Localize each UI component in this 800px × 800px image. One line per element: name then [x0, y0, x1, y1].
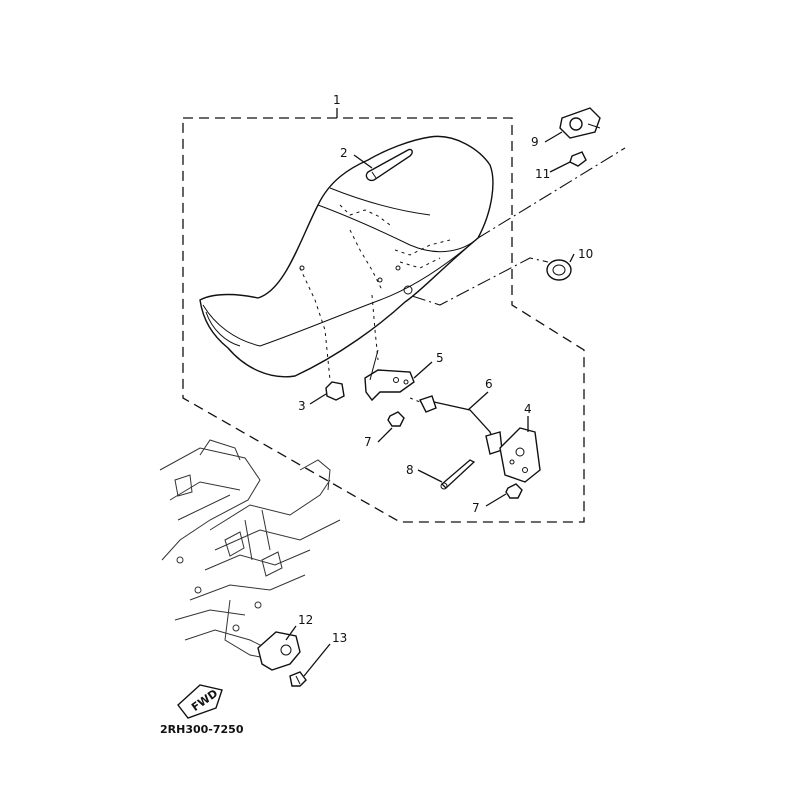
callout-5: 5 — [436, 351, 444, 365]
part-9-latch — [559, 107, 601, 139]
leader-9-line — [477, 147, 626, 239]
part-10-grommet — [546, 259, 572, 281]
part-13-bolt — [289, 671, 307, 687]
callout-8: 8 — [406, 463, 414, 477]
part-6-rod — [409, 395, 503, 455]
callout-12: 12 — [298, 613, 313, 627]
part-7-nut-left — [387, 411, 405, 427]
callout-7-right: 7 — [472, 501, 480, 515]
part-4-lock-plate — [499, 427, 541, 483]
callout-7-left: 7 — [364, 435, 372, 449]
callout-2: 2 — [340, 146, 348, 160]
callout-6: 6 — [485, 377, 493, 391]
assembly-boundary — [182, 117, 585, 523]
part-7-nut-right — [505, 483, 523, 499]
callout-4: 4 — [524, 402, 532, 416]
diagram-code: 2RH300-7250 — [160, 723, 244, 736]
fwd-arrow-icon: FWD — [177, 684, 223, 719]
callout-10: 10 — [578, 247, 593, 261]
leader-10-line — [411, 257, 549, 306]
callout-3: 3 — [298, 399, 306, 413]
part-3-damper — [325, 381, 345, 401]
callout-11: 11 — [535, 167, 550, 181]
part-12-bracket — [257, 631, 301, 671]
part-11-nut — [569, 151, 587, 167]
callout-leaders — [285, 108, 575, 677]
callout-13: 13 — [332, 631, 347, 645]
seat — [199, 135, 494, 381]
callout-1: 1 — [333, 93, 341, 107]
callout-9: 9 — [531, 135, 539, 149]
part-8-spring — [440, 459, 476, 490]
part-5-bracket — [364, 349, 415, 402]
